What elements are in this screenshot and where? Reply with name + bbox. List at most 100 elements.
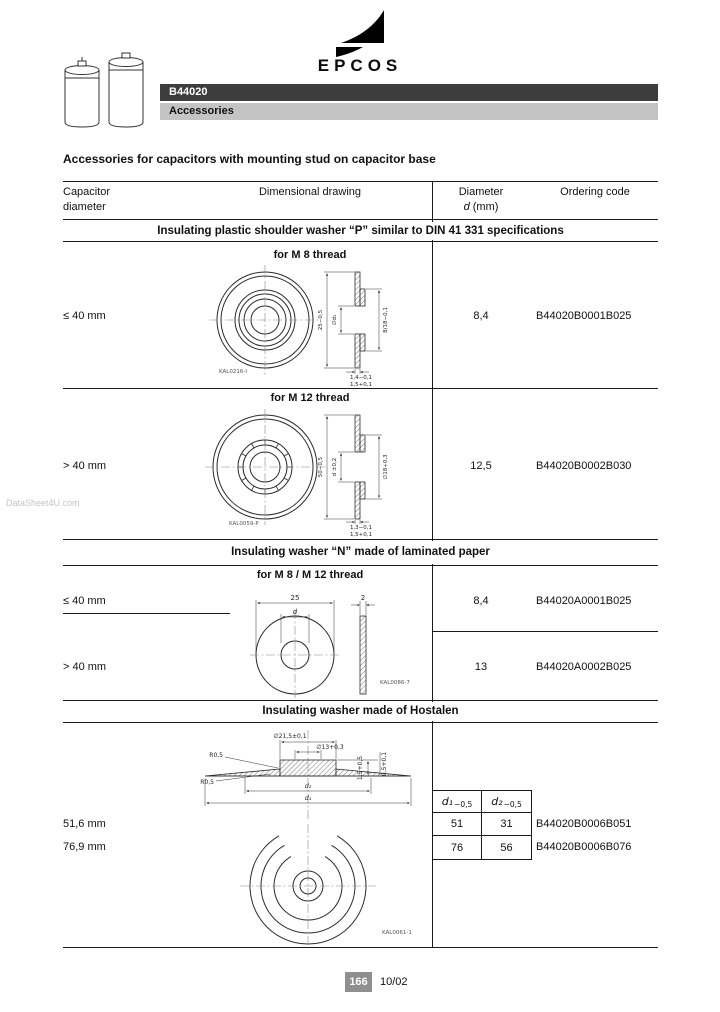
dim-d2: d₂ — [305, 782, 312, 790]
col-header-diameter-word: diameter — [63, 201, 106, 213]
s3-row1-ordering-code: B44020B0006B051 — [536, 818, 632, 830]
dim-edge-1: 1,5+0,5 — [357, 756, 364, 780]
dim-thickness-2: 1,5+0,1 — [350, 532, 372, 538]
section1-title: Insulating plastic shoulder washer “P” s… — [63, 222, 658, 240]
profile-dimension-lines — [204, 740, 412, 806]
dimension-lines — [324, 414, 382, 524]
s1-row2-thread-label: for M 12 thread — [270, 392, 350, 404]
dim-outer-diameter: 25 — [291, 594, 300, 602]
s1-row2-ordering-code: B44020B0002B030 — [536, 460, 632, 472]
centerlines — [205, 409, 325, 525]
drawing-shoulder-washer-m8: 25−0,5 ∅d₁ 8/18−0,1 1,4−0,1 1,5+0,1 KAL0… — [209, 265, 389, 388]
centerlines — [250, 610, 340, 698]
col-header-ordering-code: Ordering code — [560, 186, 630, 198]
s2-row1-d-value: 8,4 — [473, 595, 489, 607]
drawing-laminated-paper-washer: 25 d 2 KAL0086-7 — [250, 594, 410, 698]
watermark: DataSheet4U.com — [6, 498, 80, 508]
dim-hole-diameter: ∅d₁ — [332, 315, 338, 326]
s1-row2-diameter-label: > 40 mm — [63, 460, 107, 472]
washer-section-view — [354, 414, 366, 520]
subtable-header-d1: d₁−0,5 — [433, 791, 482, 813]
dim-hole-diameter: ∅13+0,3 — [316, 744, 344, 751]
s3-row2-diameter-label: 76,9 mm — [63, 841, 106, 853]
washer-section-view — [359, 615, 367, 695]
s2-row1-diameter-label: ≤ 40 mm — [63, 595, 106, 607]
dim-hole-diameter: d — [293, 608, 298, 616]
d2-symbol: d₂ — [491, 795, 503, 808]
table-rule-top — [63, 181, 658, 182]
dim-hole-diameter: d ±0,2 — [332, 458, 338, 477]
subtable-header-d2: d₂−0,5 — [482, 791, 531, 813]
dim-thickness-1: 1,4−0,1 — [350, 375, 372, 381]
table-rule-header — [63, 219, 658, 220]
d-unit: (mm) — [469, 201, 499, 213]
dim-shoulder: 8/18−0,1 — [383, 307, 389, 333]
dim-edge-2: 0,5+0,1 — [381, 752, 388, 776]
subtable-cell: 51 — [433, 813, 482, 836]
dim-shoulder: ∅18+0,3 — [383, 454, 389, 480]
dim-thickness: 2 — [361, 594, 365, 602]
row-divider-s2-right — [432, 631, 658, 632]
logo-mark-large — [341, 10, 384, 43]
col-header-d-line1: Diameter — [458, 186, 504, 198]
d1-symbol: d₁ — [441, 795, 454, 808]
capacitor-illustrations — [64, 52, 144, 128]
s2-row2-ordering-code: B44020A0002B025 — [536, 661, 632, 673]
dim-outer-diameter: 25−0,5 — [318, 309, 324, 330]
section2-title: Insulating washer “N” made of laminated … — [63, 541, 658, 564]
s2-row1-ordering-code: B44020A0001B025 — [536, 595, 632, 607]
logo-mark-small — [336, 47, 363, 57]
drawing-id-label: KAL0086-7 — [380, 680, 410, 686]
dim-outer-diameter: 50−0,5 — [318, 456, 324, 477]
footer-date: 10/02 — [380, 976, 408, 988]
table-rule-s2-end — [63, 700, 658, 701]
s1-row2-d-value: 12,5 — [470, 460, 492, 472]
epcos-logo-text: EPCOS — [317, 56, 403, 75]
s3-row1-diameter-label: 51,6 mm — [63, 818, 106, 830]
drawing-id-label: KAL0061-1 — [382, 930, 412, 936]
col-header-drawing: Dimensional drawing — [258, 186, 362, 198]
s1-row1-d-value: 8,4 — [473, 310, 489, 322]
drawing-id-label: KAL0216-I — [219, 369, 247, 375]
table-rule-s1-row — [63, 388, 658, 389]
s3-row2-ordering-code: B44020B0006B076 — [536, 841, 632, 853]
s1-row1-diameter-label: ≤ 40 mm — [63, 310, 106, 322]
s1-row1-ordering-code: B44020B0001B025 — [536, 310, 632, 322]
table-rule-s3-title — [63, 722, 658, 723]
drawing-shoulder-washer-m12: 50−0,5 d ±0,2 ∅18+0,3 1,3−0,1 1,5+0,1 KA… — [205, 409, 389, 538]
category-bar: Accessories — [160, 103, 658, 120]
table-rule-bottom — [63, 947, 658, 948]
dim-radius-2: R0,5 — [200, 779, 214, 786]
centerlines — [209, 265, 321, 375]
hostalen-dimension-table: d₁−0,5 d₂−0,5 51 31 76 56 — [432, 790, 532, 860]
subtable-cell: 76 — [433, 836, 482, 859]
dim-radius-1: R0,5 — [209, 752, 223, 759]
drawing-id-label: KAL0059-P — [229, 521, 259, 527]
washer-section-view — [354, 271, 366, 369]
d-symbol: d — [463, 201, 470, 213]
part-number-bar: B44020 — [160, 84, 658, 101]
drawing-hostalen-washer: ∅21,5±0,1 ∅13+0,3 R0,5 R0,5 1,5+0,5 0,5+… — [200, 730, 412, 945]
dim-thickness-1: 1,3−0,1 — [350, 525, 372, 531]
capacitor-outlines — [64, 52, 144, 128]
row-divider-s2-left — [63, 613, 230, 614]
page-title: Accessories for capacitors with mounting… — [63, 152, 436, 166]
table-rule-s1-end — [63, 539, 658, 540]
s2-row2-d-value: 13 — [474, 661, 488, 673]
section3-title: Insulating washer made of Hostalen — [63, 702, 658, 721]
dimension-lines — [324, 271, 382, 374]
subtable-cell: 31 — [482, 813, 531, 836]
s2-thread-label: for M 8 / M 12 thread — [256, 569, 364, 581]
s1-row1-thread-label: for M 8 thread — [273, 249, 347, 261]
s2-row2-diameter-label: > 40 mm — [63, 661, 107, 673]
dim-d1: d₁ — [305, 794, 312, 802]
dimension-lines — [255, 600, 375, 652]
col-header-d-line2: d (mm) — [434, 200, 528, 214]
column-divider — [432, 181, 433, 947]
table-rule-s2-title — [63, 565, 658, 566]
d2-tolerance: −0,5 — [503, 800, 522, 809]
page-number-badge: 166 — [345, 972, 372, 992]
table-rule-s1-title — [63, 241, 658, 242]
subtable-cell: 56 — [482, 836, 531, 859]
